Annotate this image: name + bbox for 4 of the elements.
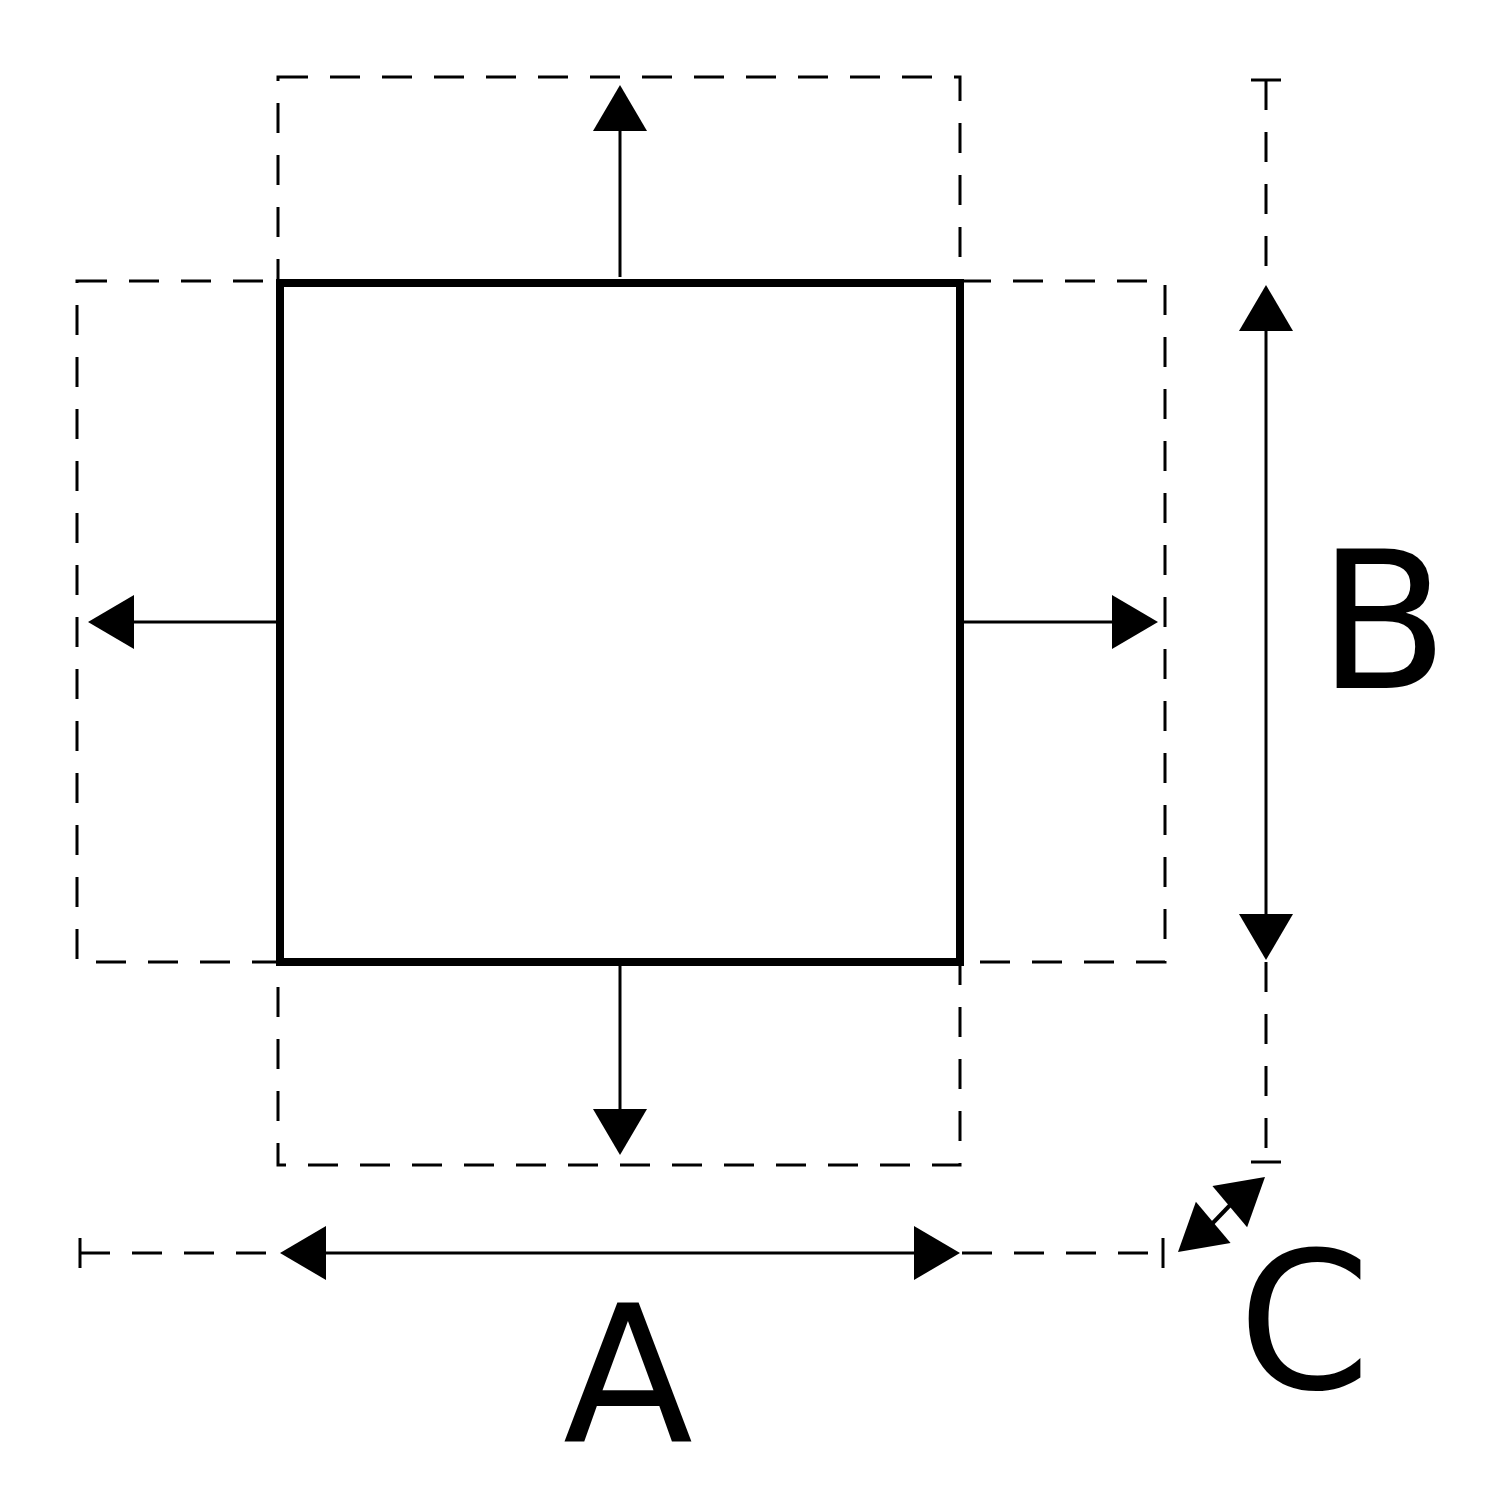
dimension-label: C bbox=[1238, 1228, 1371, 1418]
square-outline bbox=[276, 279, 964, 966]
dimension-label: A bbox=[563, 1282, 693, 1472]
dimension-label: B bbox=[1318, 528, 1449, 718]
